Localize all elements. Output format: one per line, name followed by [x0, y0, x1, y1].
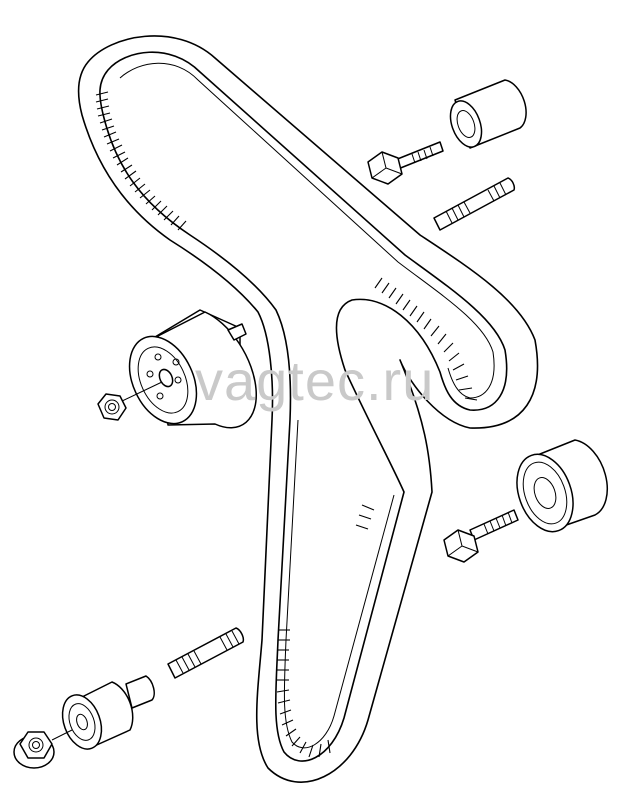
stud-upper — [433, 177, 516, 231]
idler-roller-right — [516, 439, 608, 533]
spacer-sleeve — [449, 79, 527, 149]
hex-bolt-right — [443, 509, 519, 563]
belt-teeth-right — [374, 277, 478, 401]
tensioning-roller — [119, 309, 257, 429]
hex-bolt-upper — [367, 141, 444, 185]
toothed-belt — [77, 35, 539, 783]
flange-nut-lower — [13, 729, 73, 769]
belt-teeth-lower — [276, 504, 375, 758]
stud-lower — [167, 627, 245, 679]
hex-nut — [97, 393, 127, 421]
belt-teeth-upper — [95, 91, 187, 231]
idler-roller-bottom — [61, 675, 155, 750]
